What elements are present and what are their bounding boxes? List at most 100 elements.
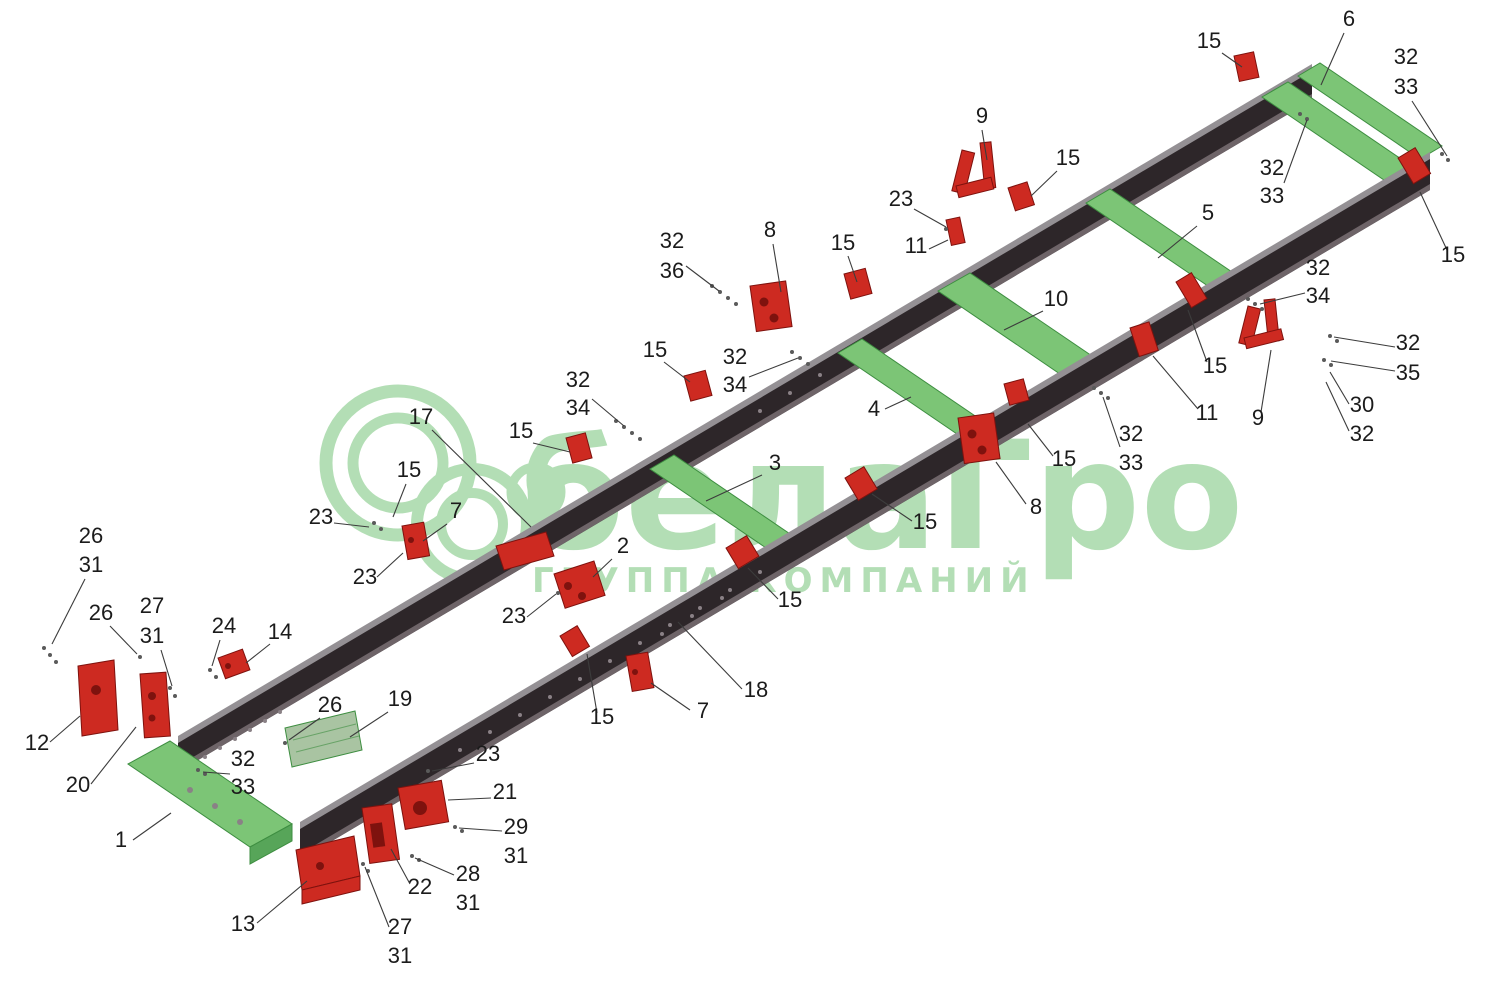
front-end-crossmember-1	[127, 740, 293, 865]
callout-15: 15	[1441, 242, 1465, 267]
rail-rear-holes	[203, 356, 852, 759]
bracket-15	[559, 625, 591, 658]
callout-15: 15	[1197, 28, 1221, 53]
callout-36: 36	[660, 258, 684, 283]
callout-33: 33	[1394, 74, 1418, 99]
bracket-15	[843, 267, 873, 300]
callout-32: 32	[1350, 421, 1374, 446]
callout-32: 32	[1396, 330, 1420, 355]
callout-32: 32	[1306, 255, 1330, 280]
plate-17	[495, 531, 555, 571]
callout-3: 3	[769, 450, 781, 475]
leader-line	[663, 361, 691, 383]
watermark-ring	[319, 384, 477, 542]
bracket-15	[683, 369, 713, 402]
callout-32: 32	[1260, 155, 1284, 180]
leader-line	[1221, 52, 1243, 68]
callout-32: 32	[231, 746, 255, 771]
bracket-12	[77, 659, 119, 737]
leader-line	[928, 239, 949, 250]
callout-23: 23	[309, 504, 333, 529]
leader-line	[376, 552, 404, 578]
rail-front-holes	[458, 570, 762, 752]
callout-23: 23	[353, 564, 377, 589]
callout-23: 23	[502, 603, 526, 628]
callout-33: 33	[1260, 183, 1284, 208]
callout-11: 11	[905, 233, 928, 258]
callout-15: 15	[778, 587, 802, 612]
callout-1: 1	[115, 827, 127, 852]
callout-35: 35	[1396, 360, 1420, 385]
bracket-8	[957, 412, 1001, 465]
leader-line	[1320, 32, 1345, 86]
callout-11: 11	[1196, 400, 1219, 425]
leader-line	[431, 762, 475, 772]
callout-34: 34	[723, 372, 747, 397]
bracket-15	[565, 432, 593, 464]
leader-line	[705, 474, 763, 502]
callout-15: 15	[1056, 145, 1080, 170]
leader-line	[132, 812, 172, 841]
leader-line	[1260, 349, 1272, 413]
leader-line	[650, 682, 691, 711]
leader-line	[677, 621, 743, 690]
callout-7: 7	[697, 698, 709, 723]
leader-line	[1333, 336, 1396, 348]
callout-27: 27	[388, 914, 412, 939]
watermark-ring	[436, 488, 508, 560]
frame-rail-front	[300, 152, 1430, 860]
callout-31: 31	[140, 623, 164, 648]
callout-15: 15	[913, 509, 937, 534]
leader-line	[1157, 225, 1198, 259]
leader-line	[447, 797, 492, 801]
callout-15: 15	[509, 418, 533, 443]
bracket-13	[295, 835, 361, 905]
leader-line	[1259, 292, 1306, 305]
callout-32: 32	[566, 367, 590, 392]
callout-31: 31	[456, 890, 480, 915]
leader-line	[685, 265, 720, 292]
leader-line	[1152, 355, 1199, 410]
leader-line	[1027, 423, 1054, 457]
leader-line	[586, 653, 598, 714]
leader-line	[90, 726, 137, 785]
leader-line	[51, 578, 86, 645]
callout-32: 32	[1394, 44, 1418, 69]
callout-29: 29	[504, 814, 528, 839]
leader-line	[995, 461, 1027, 505]
bracket-14	[217, 648, 251, 680]
callout-15: 15	[831, 230, 855, 255]
leader-line	[1102, 396, 1121, 448]
leader-line	[1283, 119, 1308, 184]
callout-9: 9	[976, 103, 988, 128]
leader-line	[1003, 310, 1044, 331]
leader-line	[349, 711, 389, 738]
leader-line	[847, 255, 858, 283]
callout-26: 26	[89, 600, 113, 625]
leader-line	[913, 208, 947, 228]
leader-line	[871, 493, 913, 522]
callout-23: 23	[889, 186, 913, 211]
bracket-15	[1003, 378, 1030, 406]
callout-34: 34	[1306, 283, 1330, 308]
leader-line	[333, 522, 370, 528]
callout-7: 7	[450, 498, 462, 523]
callout-32: 32	[1119, 421, 1143, 446]
leader-line	[884, 396, 912, 410]
leader-line	[1411, 100, 1448, 157]
bracket-7	[625, 651, 655, 693]
bracket-8	[749, 280, 793, 333]
callout-28: 28	[456, 861, 480, 886]
frame-rail-rear	[178, 64, 1312, 772]
bracket-21	[397, 779, 450, 830]
callout-30: 30	[1350, 392, 1374, 417]
leader-line	[1419, 191, 1448, 251]
callout-12: 12	[25, 730, 49, 755]
leader-line	[532, 442, 571, 453]
bracket-22	[361, 803, 401, 865]
bracket-20	[139, 671, 171, 739]
leader-line	[109, 625, 138, 655]
callout-14: 14	[268, 619, 292, 644]
